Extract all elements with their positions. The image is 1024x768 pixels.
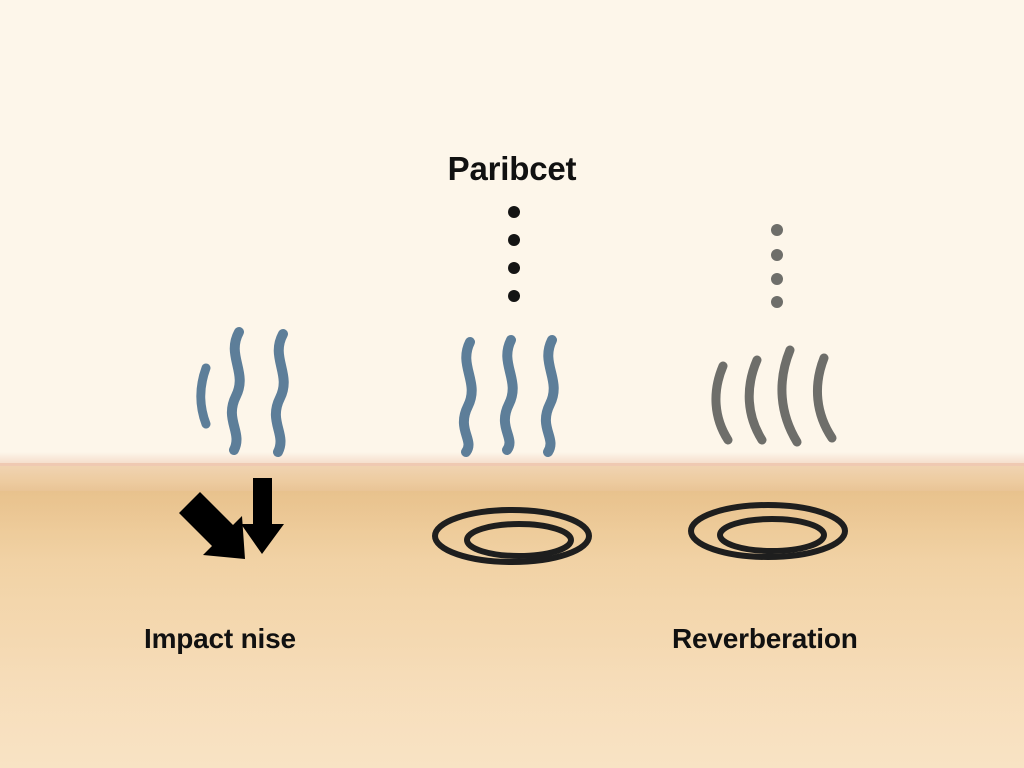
label-reverberation: Reverberation: [672, 623, 858, 654]
wall-floor-edge: [0, 463, 1024, 466]
label-impact-noise: Impact nise: [144, 623, 296, 654]
wall-floor-shadow: [0, 452, 1024, 464]
skirting-board: [0, 466, 1024, 493]
wall-background: [0, 0, 1024, 464]
page-title: Paribcet: [447, 150, 577, 187]
